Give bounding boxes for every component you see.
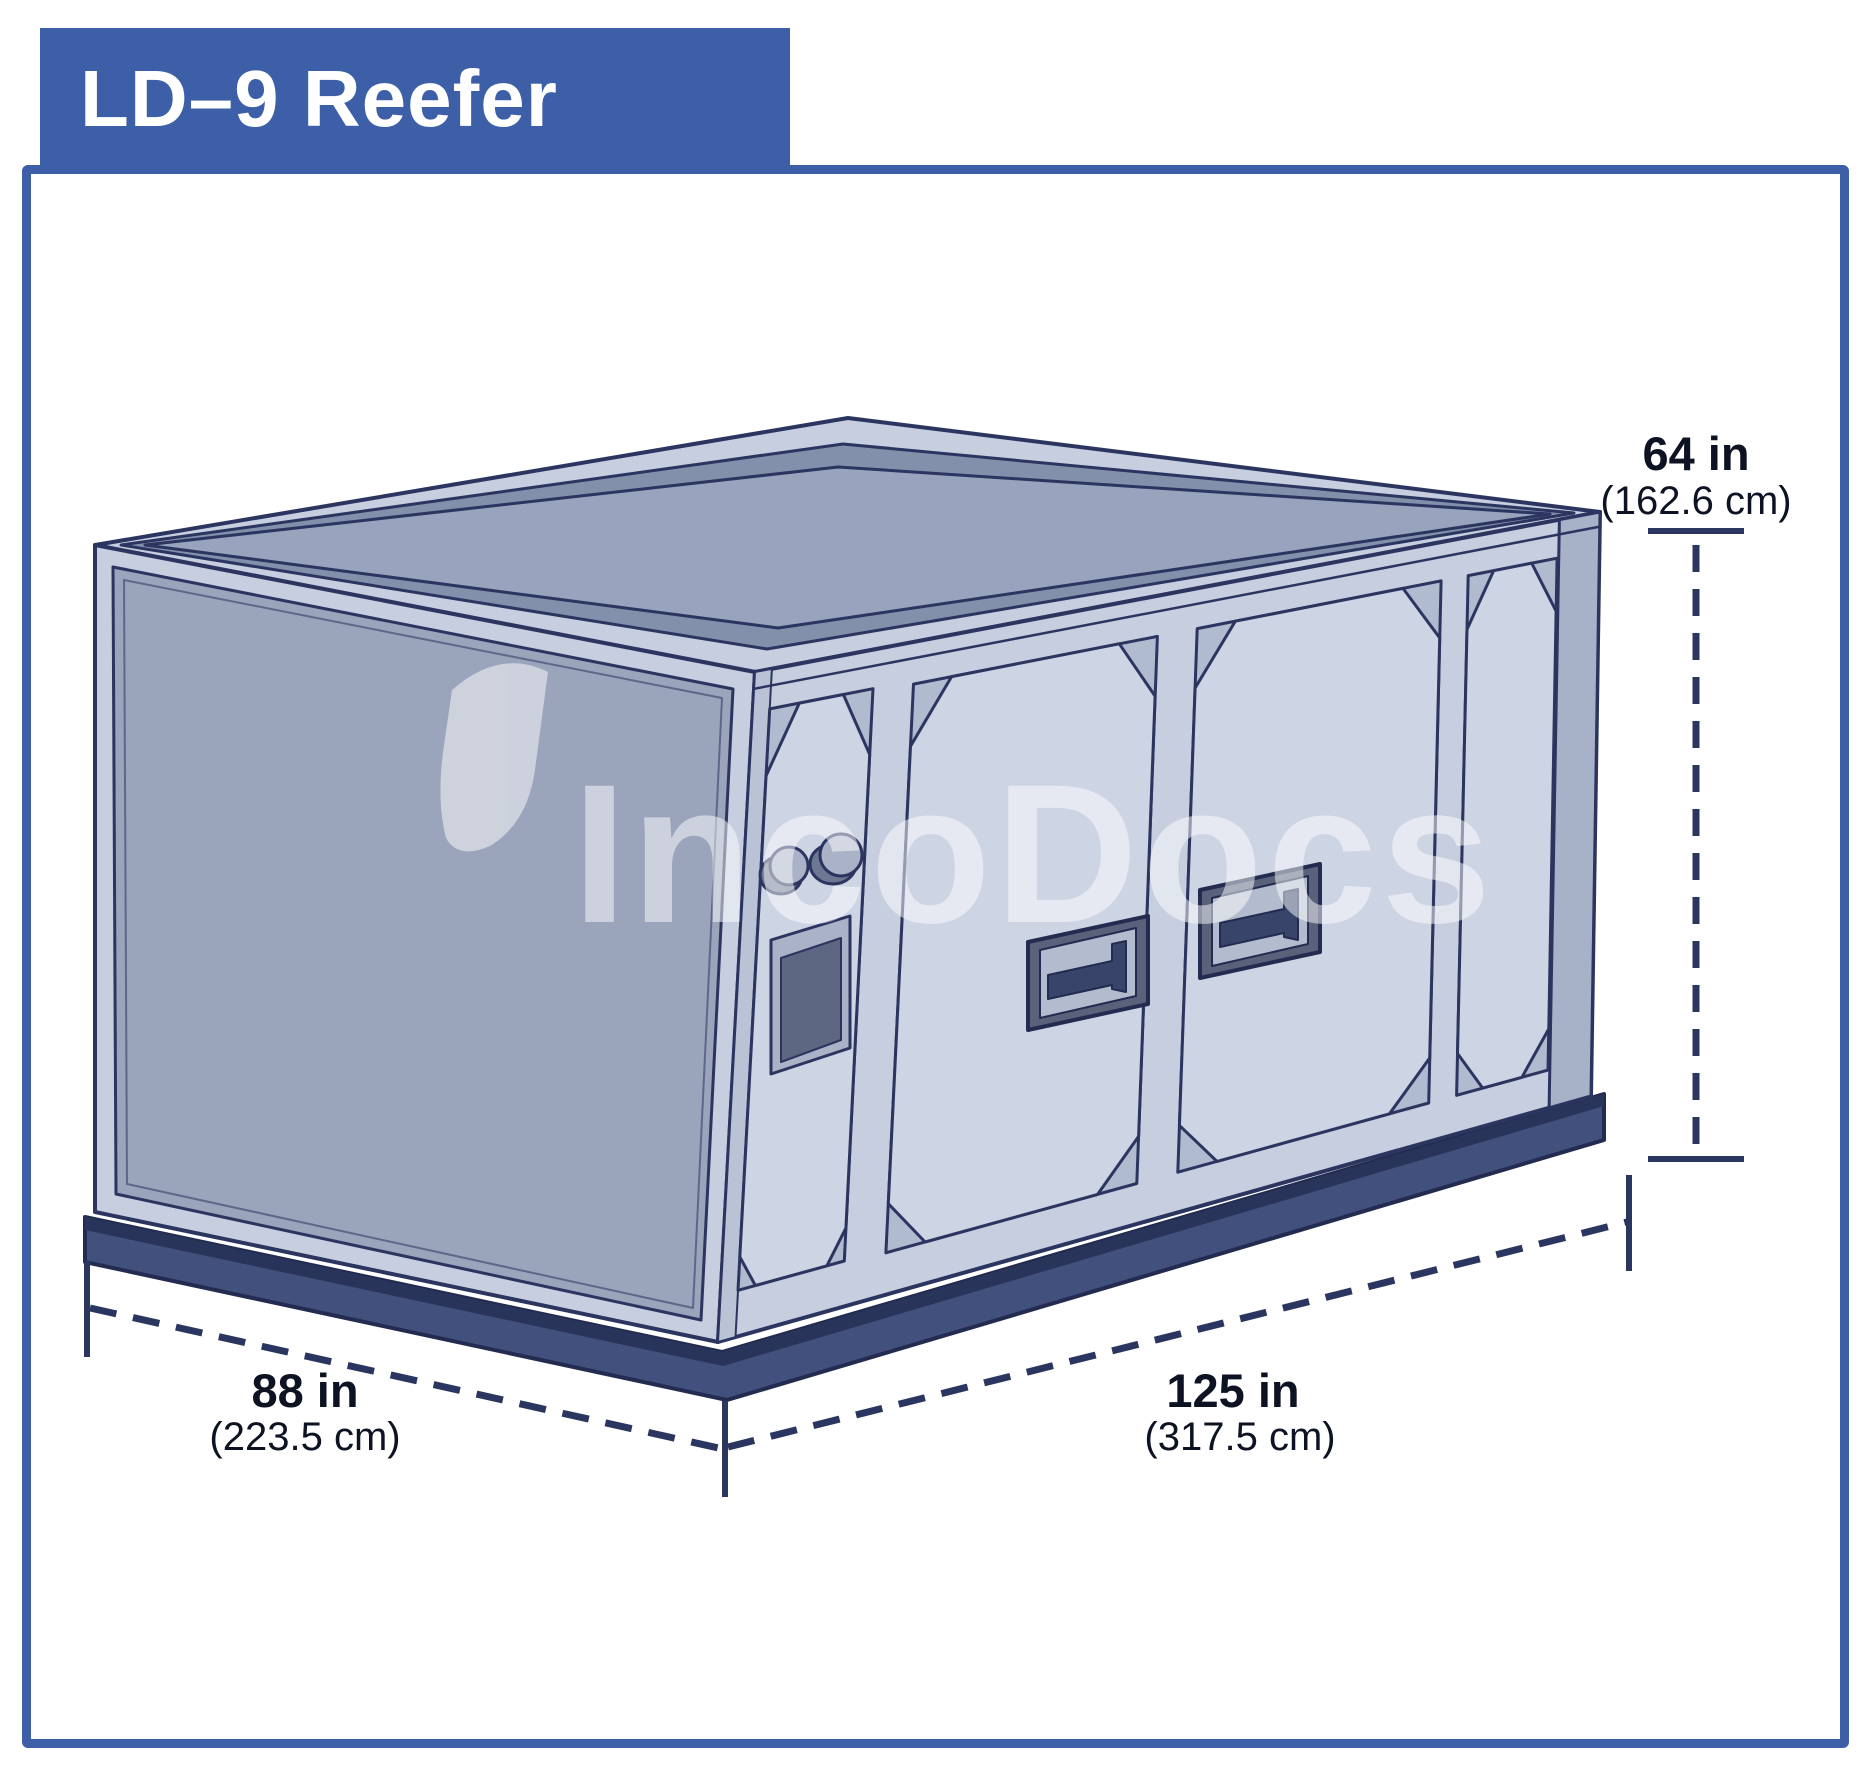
container-roof [93,416,1602,674]
depth-dimension: 88 in (223.5 cm) [84,1261,728,1497]
width-dimension: 125 in (317.5 cm) [727,1175,1632,1459]
door-latch-handle-right [1198,862,1322,980]
height-dimension: 64 in (162.6 cm) [1600,427,1792,1162]
watermark-logo-icon [440,663,548,852]
front-right-corner-strip [1547,510,1602,1110]
height-metric-label: (162.6 cm) [1600,479,1791,523]
end-panel [1456,561,1558,1090]
watermark: IncoDocs [440,663,1495,964]
height-value-label: 64 in [1642,427,1749,480]
container-left-side [93,543,757,1344]
depth-metric-label: (223.5 cm) [209,1415,400,1459]
width-dimension-line [727,1218,1628,1451]
reefer-knob [768,845,810,887]
reefer-knob [818,832,864,878]
reefer-unit-details [758,832,864,1076]
watermark-text: IncoDocs [572,743,1495,964]
depth-dimension-line [89,1304,724,1453]
header-band: LD–9 Reefer [40,28,790,170]
container-illustration [83,416,1606,1402]
door-panel-left [886,642,1157,1244]
depth-value-label: 88 in [251,1364,358,1417]
page-title: LD–9 Reefer [80,54,558,143]
front-left-corner-strip [717,667,773,1343]
width-metric-label: (317.5 cm) [1144,1415,1335,1459]
width-value-label: 125 in [1166,1364,1299,1417]
reefer-control-window [780,937,842,1063]
roof-lip-line [752,525,1602,691]
door-latch-handle-left [1026,914,1150,1032]
